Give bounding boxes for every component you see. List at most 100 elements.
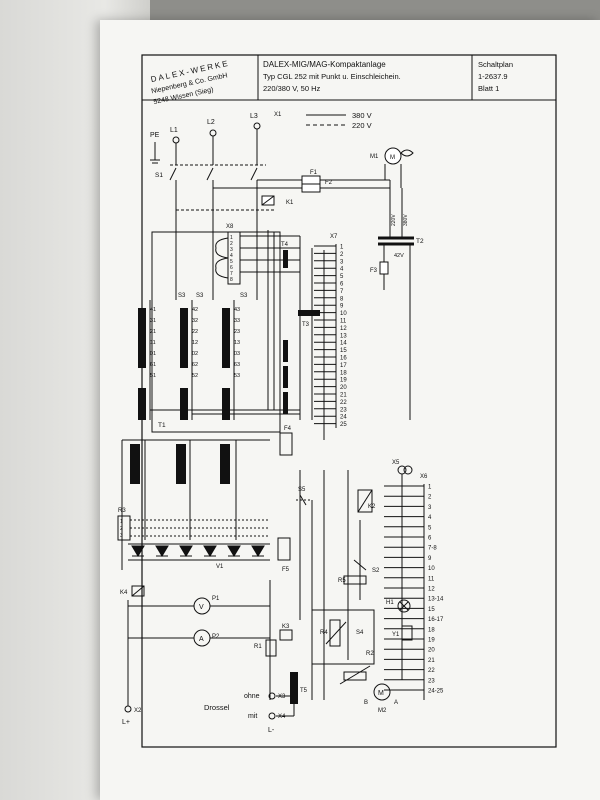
svg-text:R5: R5 xyxy=(338,578,346,584)
drossel-ohne: ohne xyxy=(244,693,260,700)
svg-text:B: B xyxy=(364,700,368,706)
output-minus: L- xyxy=(268,727,275,734)
device-title: DALEX-MIG/MAG-Kompaktanlage xyxy=(263,60,386,69)
svg-text:M: M xyxy=(378,690,384,697)
drossel-label: Drossel xyxy=(204,703,230,712)
x6-terminal-label: 11 xyxy=(428,576,435,582)
svg-text:P2: P2 xyxy=(212,634,220,640)
svg-text:F3: F3 xyxy=(370,268,378,274)
x6-terminal-label: 9 xyxy=(428,556,432,562)
supply-terminals: PE L1 L2 L3 X1 xyxy=(150,112,282,165)
x7-terminal-label: 2 xyxy=(340,252,344,258)
x7-terminal-label: 4 xyxy=(340,267,344,273)
x7-terminal-label: 13 xyxy=(340,333,347,339)
svg-text:51: 51 xyxy=(150,373,156,379)
svg-text:V1: V1 xyxy=(216,564,224,570)
svg-text:X4: X4 xyxy=(278,714,286,720)
x7-terminal-label: 5 xyxy=(340,274,344,280)
x7-terminal-label: 11 xyxy=(340,319,347,325)
svg-text:F1: F1 xyxy=(310,170,318,176)
drawing-frame xyxy=(141,54,557,748)
x6-terminal-label: 2 xyxy=(428,495,432,501)
legend-220v: 220 V xyxy=(352,121,372,130)
x7-terminal-label: 7 xyxy=(340,289,344,295)
x6-terminal-label: 18 xyxy=(428,627,435,633)
x7-terminal-label: 25 xyxy=(340,422,347,428)
terminal-pe: PE xyxy=(150,132,160,139)
svg-text:S3: S3 xyxy=(240,293,248,299)
svg-text:22: 22 xyxy=(192,329,198,335)
svg-text:03: 03 xyxy=(234,351,240,357)
x6-terminal-label: 24-25 xyxy=(428,689,444,695)
svg-text:A: A xyxy=(199,636,204,643)
connector-x7-and-t3-t4: T4 T3 X7 xyxy=(281,234,338,440)
svg-text:01: 01 xyxy=(150,351,156,357)
svg-text:42V: 42V xyxy=(394,253,404,259)
device-type: Typ CGL 252 mit Punkt u. Einschleichein. xyxy=(263,72,401,81)
fuse-f4-and-x5: F4 X5 xyxy=(279,426,413,680)
svg-text:K1: K1 xyxy=(286,200,294,206)
svg-text:S3: S3 xyxy=(196,293,204,299)
terminal-l3: L3 xyxy=(250,113,258,120)
switch-s3-contacts: 41 31 21 11 01 61 51 42 32 22 12 02 62 5… xyxy=(150,307,240,379)
voltage-legend: 380 V 220 V xyxy=(306,111,372,130)
x7-terminal-label: 14 xyxy=(340,341,347,347)
svg-text:1: 1 xyxy=(230,235,233,241)
svg-text:S2: S2 xyxy=(372,568,380,574)
connector-x6: X6 xyxy=(420,474,428,700)
svg-text:M: M xyxy=(390,155,395,161)
svg-text:M2: M2 xyxy=(378,708,387,714)
svg-text:X8: X8 xyxy=(226,224,234,230)
x7-terminal-label: 9 xyxy=(340,304,344,310)
svg-text:52: 52 xyxy=(192,373,198,379)
x6-terminal-label: 22 xyxy=(428,668,435,674)
svg-text:220V: 220V xyxy=(391,214,397,226)
svg-text:H1: H1 xyxy=(386,600,394,606)
svg-text:33: 33 xyxy=(234,318,240,324)
svg-text:X5: X5 xyxy=(392,460,400,466)
x6-terminal-label: 16-17 xyxy=(428,617,444,623)
svg-text:F2: F2 xyxy=(325,180,333,186)
svg-text:31: 31 xyxy=(150,318,156,324)
x6-terminal-label: 23 xyxy=(428,678,435,684)
svg-text:S4: S4 xyxy=(356,630,364,636)
x7-terminal-label: 10 xyxy=(340,311,347,317)
x6-terminal-label: 1 xyxy=(428,485,432,491)
x7-terminal-label: 17 xyxy=(340,363,347,369)
svg-text:F4: F4 xyxy=(284,426,292,432)
svg-text:M1: M1 xyxy=(370,154,379,160)
x6-terminal-label: 5 xyxy=(428,525,432,531)
x7-terminal-label: 16 xyxy=(340,356,347,362)
svg-text:T2: T2 xyxy=(416,238,424,245)
svg-text:R2: R2 xyxy=(366,651,374,657)
x7-terminal-label: 22 xyxy=(340,400,347,406)
plan-number: 1-2637.9 xyxy=(478,72,508,81)
svg-text:380V: 380V xyxy=(403,214,409,226)
svg-text:F5: F5 xyxy=(282,567,290,573)
svg-text:T3: T3 xyxy=(302,322,310,328)
svg-text:2: 2 xyxy=(120,526,123,532)
svg-text:53: 53 xyxy=(234,373,240,379)
x6-terminal-label: 7-8 xyxy=(428,546,437,552)
svg-text:12: 12 xyxy=(192,340,198,346)
svg-text:P1: P1 xyxy=(212,596,220,602)
svg-text:2: 2 xyxy=(230,241,233,247)
svg-text:3: 3 xyxy=(120,533,123,539)
fuses-and-contactor: F1 F2 K1 xyxy=(176,170,390,211)
x6-terminal-label: 20 xyxy=(428,648,435,654)
svg-text:T1: T1 xyxy=(158,422,166,429)
plan-sheet: Blatt 1 xyxy=(478,84,499,93)
svg-text:61: 61 xyxy=(150,362,156,368)
plan-label: Schaltplan xyxy=(478,60,513,69)
x7-terminal-label: 19 xyxy=(340,378,347,384)
svg-text:A: A xyxy=(394,700,398,706)
legend-380v: 380 V xyxy=(352,111,372,120)
svg-text:02: 02 xyxy=(192,351,198,357)
svg-text:Y1: Y1 xyxy=(392,632,400,638)
x6-terminal-label: 4 xyxy=(428,515,432,521)
svg-text:23: 23 xyxy=(234,329,240,335)
svg-text:32: 32 xyxy=(192,318,198,324)
svg-text:41: 41 xyxy=(150,307,156,313)
svg-text:T4: T4 xyxy=(281,242,289,248)
